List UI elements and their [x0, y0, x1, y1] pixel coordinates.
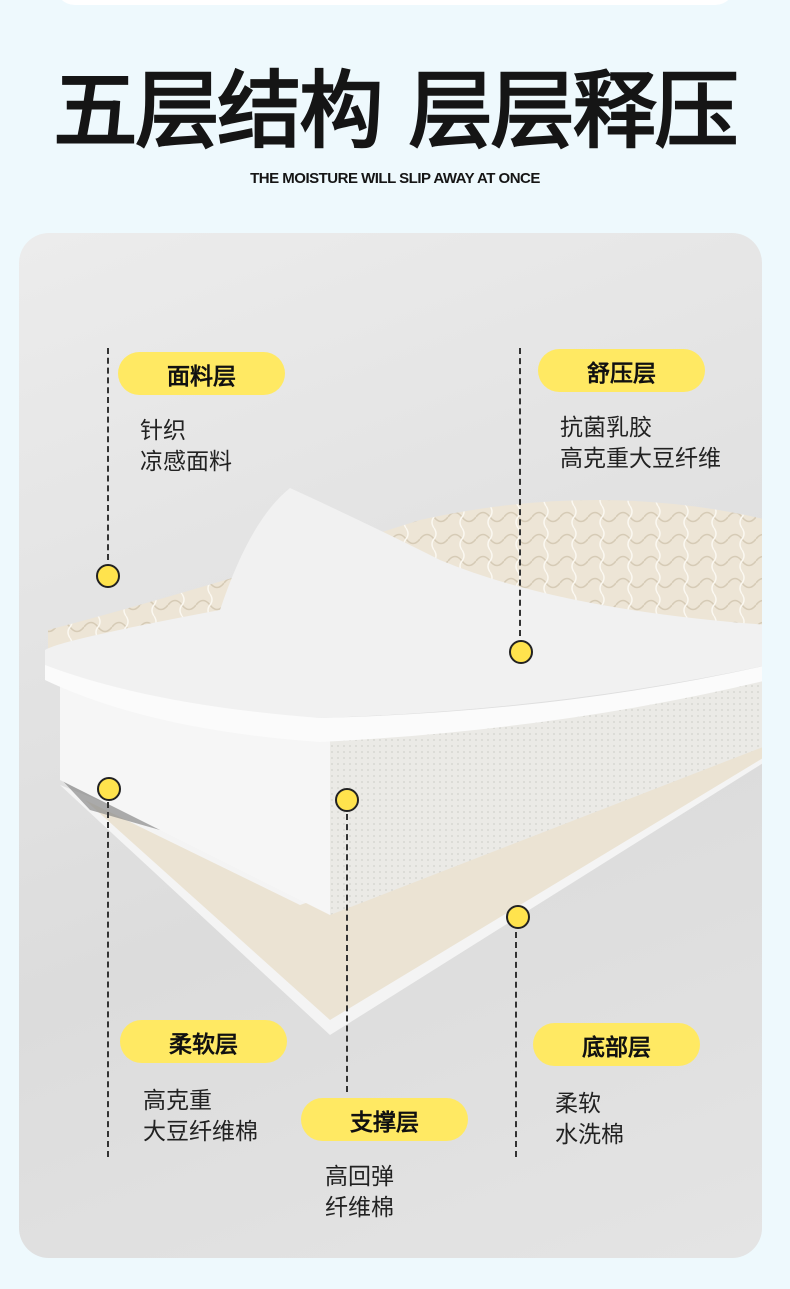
- layer-label-support: 支撑层: [301, 1098, 468, 1141]
- dashed-leader-line: [107, 802, 109, 1157]
- layer-label-soft: 柔软层: [120, 1020, 287, 1063]
- desc-line: 凉感面料: [140, 449, 232, 475]
- desc-line: 水洗棉: [555, 1122, 624, 1148]
- desc-line: 纤维棉: [325, 1195, 394, 1221]
- product-panel: [19, 233, 762, 1258]
- layer-label-fabric: 面料层: [118, 352, 285, 395]
- desc-line: 高克重大豆纤维: [560, 446, 721, 472]
- top-card: [55, 0, 735, 5]
- page-subtitle: THE MOISTURE WILL SLIP AWAY AT ONCE: [250, 170, 540, 187]
- desc-line: 柔软: [555, 1091, 601, 1117]
- marker-dot: [96, 564, 120, 588]
- page-title: 五层结构 层层释压: [53, 62, 738, 160]
- dashed-leader-line: [519, 348, 521, 636]
- layer-desc-fabric: 针织凉感面料: [140, 416, 232, 478]
- desc-line: 高克重: [143, 1088, 212, 1114]
- marker-dot: [97, 777, 121, 801]
- marker-dot: [506, 905, 530, 929]
- layer-desc-comfort: 抗菌乳胶高克重大豆纤维: [560, 413, 721, 475]
- layer-label-comfort: 舒压层: [538, 349, 705, 392]
- dashed-leader-line: [346, 814, 348, 1092]
- desc-line: 大豆纤维棉: [143, 1119, 258, 1145]
- desc-line: 抗菌乳胶: [560, 415, 652, 441]
- desc-line: 针织: [140, 418, 186, 444]
- layer-desc-soft: 高克重大豆纤维棉: [143, 1086, 258, 1148]
- marker-dot: [335, 788, 359, 812]
- marker-dot: [509, 640, 533, 664]
- layer-desc-support: 高回弹纤维棉: [325, 1162, 394, 1224]
- layer-desc-bottom: 柔软水洗棉: [555, 1089, 624, 1151]
- mattress-layers-illustration: [45, 488, 762, 1035]
- layer-label-bottom: 底部层: [533, 1023, 700, 1066]
- desc-line: 高回弹: [325, 1164, 394, 1190]
- dashed-leader-line: [107, 348, 109, 560]
- dashed-leader-line: [515, 932, 517, 1157]
